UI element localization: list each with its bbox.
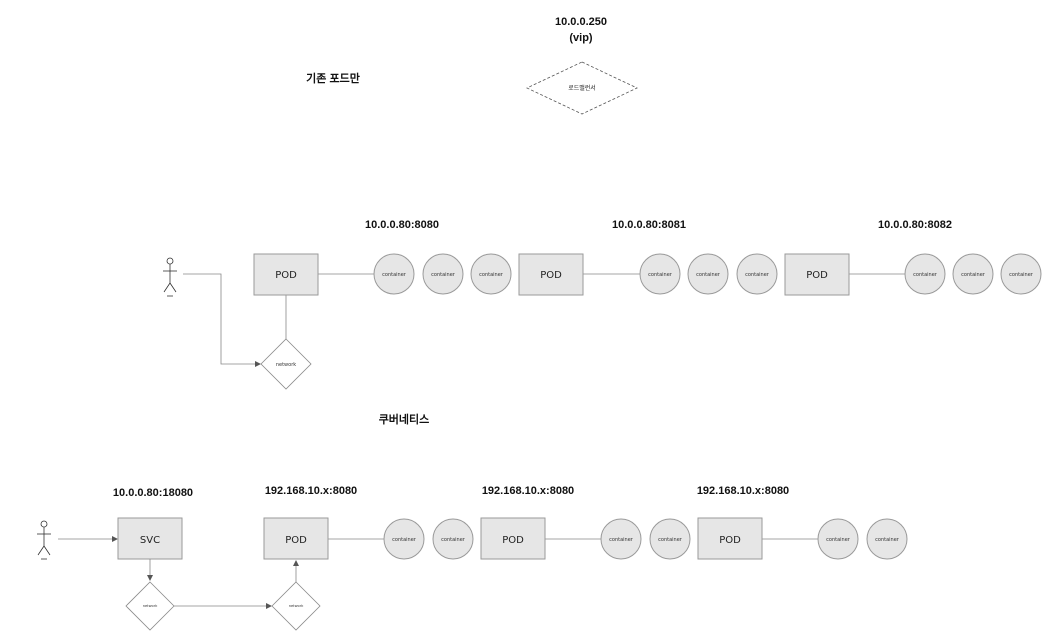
pod-network-label: network — [289, 604, 305, 608]
container-label: container — [392, 537, 417, 543]
container-label: container — [745, 272, 770, 278]
pod-ip-label: 10.0.0.80:8082 — [878, 219, 952, 231]
container-node[interactable] — [639, 253, 681, 295]
container-label: container — [382, 272, 407, 278]
container-label: container — [696, 272, 721, 278]
container-node[interactable] — [470, 253, 512, 295]
container-node[interactable] — [904, 253, 946, 295]
pod-label: POD — [719, 535, 741, 546]
legacy-group-3: 10.0.0.80:8082 POD container container c… — [784, 219, 1042, 296]
user-actor-legacy — [163, 257, 177, 297]
svc-network-label: network — [143, 604, 159, 608]
pod-label: POD — [806, 270, 828, 281]
pod-box[interactable] — [480, 517, 546, 560]
pod-ip-label: 192.168.10.x:8080 — [265, 485, 357, 497]
container-node[interactable] — [736, 253, 778, 295]
legacy-group-1: 10.0.0.80:8080 POD container container c… — [253, 219, 512, 296]
container-node[interactable] — [600, 518, 642, 560]
container-node[interactable] — [1000, 253, 1042, 295]
pod-label: POD — [275, 270, 297, 281]
pod-box[interactable] — [253, 253, 319, 296]
pod-box[interactable] — [697, 517, 763, 560]
container-node[interactable] — [952, 253, 994, 295]
svc-box[interactable] — [117, 517, 183, 560]
user-actor-kubernetes — [37, 520, 51, 560]
pod-label: POD — [540, 270, 562, 281]
connector-actor-to-network — [183, 273, 261, 367]
container-node[interactable] — [422, 253, 464, 295]
legacy-network-label: network — [276, 362, 296, 368]
kubernetes-group-2: 192.168.10.x:8080 POD container containe… — [480, 485, 691, 560]
container-label: container — [648, 272, 673, 278]
kubernetes-group-1: 192.168.10.x:8080 POD container containe… — [263, 485, 474, 560]
vip-label: (vip) — [569, 32, 593, 44]
container-node[interactable] — [432, 518, 474, 560]
svc-ip-label: 10.0.0.80:18080 — [113, 487, 193, 499]
container-label: container — [609, 537, 634, 543]
load-balancer-label: 로드밸런서 — [568, 84, 596, 92]
pod-box[interactable] — [784, 253, 850, 296]
container-node[interactable] — [373, 253, 415, 295]
container-node[interactable] — [866, 518, 908, 560]
container-node[interactable] — [383, 518, 425, 560]
container-label: container — [875, 537, 900, 543]
pod-ip-label: 10.0.0.80:8080 — [365, 219, 439, 231]
load-balancer-node[interactable] — [526, 61, 638, 115]
legacy-network-node[interactable] — [260, 338, 312, 390]
container-label: container — [479, 272, 504, 278]
pod-label: POD — [502, 535, 524, 546]
pod-ip-label: 192.168.10.x:8080 — [697, 485, 789, 497]
legacy-group-2: 10.0.0.80:8081 POD container container c… — [518, 219, 778, 296]
container-label: container — [1009, 272, 1034, 278]
legacy-heading: 기존 포드만 — [306, 71, 360, 85]
container-label: container — [431, 272, 456, 278]
svc-network-node[interactable] — [125, 581, 175, 631]
pod-network-node[interactable] — [271, 581, 321, 631]
container-label: container — [961, 272, 986, 278]
container-node[interactable] — [687, 253, 729, 295]
pod-ip-label: 192.168.10.x:8080 — [482, 485, 574, 497]
container-label: container — [441, 537, 466, 543]
svc-label: SVC — [140, 535, 160, 546]
pod-ip-label: 10.0.0.80:8081 — [612, 219, 686, 231]
container-node[interactable] — [649, 518, 691, 560]
container-label: container — [913, 272, 938, 278]
vip-ip-label: 10.0.0.250 — [555, 16, 607, 28]
pod-box[interactable] — [263, 517, 329, 560]
container-node[interactable] — [817, 518, 859, 560]
container-label: container — [658, 537, 683, 543]
kubernetes-group-3: 192.168.10.x:8080 POD container containe… — [697, 485, 908, 560]
pod-label: POD — [285, 535, 307, 546]
container-label: container — [826, 537, 851, 543]
pod-box[interactable] — [518, 253, 584, 296]
kubernetes-heading: 쿠버네티스 — [379, 412, 430, 426]
